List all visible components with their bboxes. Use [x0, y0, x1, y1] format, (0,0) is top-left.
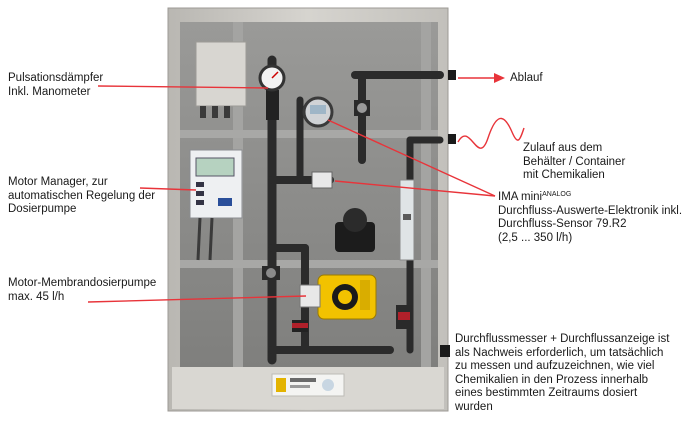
- valves: [262, 100, 412, 332]
- callout-ima-electronics: IMA miniANALOG Durchfluss-Auswerte-Elekt…: [498, 188, 682, 245]
- junction-box: [195, 41, 247, 118]
- callout-diaphragm-pump-line1: Motor-Membrandosierpumpe: [8, 277, 157, 289]
- callout-ima-line1: Durchfluss-Auswerte-Elektronik inkl.: [498, 204, 683, 217]
- flowmeter: [399, 179, 415, 261]
- motor-manager-unit: [189, 149, 243, 261]
- callout-ima-title-main: IMA mini: [498, 191, 543, 203]
- callout-flowmeter-line1: Durchflussmesser + Durchflussanzeige ist: [455, 333, 670, 345]
- flow-sensor: [311, 171, 333, 189]
- callout-flowmeter-line5: eines bestimmten Zeitraums dosiert: [455, 387, 638, 399]
- callout-flowmeter-line6: wurden: [455, 400, 493, 413]
- callout-inlet-line3: mit Chemikalien: [523, 169, 605, 181]
- callout-inlet-line1: Zulauf aus dem: [523, 142, 603, 154]
- callout-ima-line3: (2,5 ... 350 l/h): [498, 231, 573, 244]
- callout-motor-manager: Motor Manager, zur automatischen Regelun…: [8, 176, 155, 217]
- callout-drain: Ablauf: [510, 72, 543, 86]
- callout-diaphragm-pump-line2: max. 45 l/h: [8, 290, 65, 303]
- callout-drain-line1: Ablauf: [510, 72, 543, 84]
- callout-motor-manager-line3: Dosierpumpe: [8, 203, 77, 215]
- callout-ima-title: IMA miniANALOG: [498, 188, 682, 205]
- callout-motor-manager-line2: automatischen Regelung der: [8, 189, 156, 202]
- diaphragm-dosing-pump: [299, 208, 377, 320]
- callout-ima-line2: Durchfluss-Sensor 79.R2: [498, 218, 627, 230]
- callout-flowmeter-line2: als Nachweis erforderlich, um tatsächlic…: [455, 346, 664, 359]
- callout-inlet-line2: Behälter / Container: [523, 155, 626, 168]
- callout-diaphragm-pump: Motor-Membrandosierpumpe max. 45 l/h: [8, 277, 156, 304]
- callout-flowmeter-note: Durchflussmesser + Durchflussanzeige ist…: [455, 333, 669, 414]
- ima-mini-display: [302, 96, 334, 128]
- callout-pulsation-damper-line1: Pulsationsdämpfer: [8, 72, 104, 84]
- callout-motor-manager-line1: Motor Manager, zur: [8, 176, 108, 188]
- callout-inlet: Zulauf aus dem Behälter / Container mit …: [523, 142, 625, 183]
- callout-ima-title-sup: ANALOG: [542, 191, 572, 198]
- callout-flowmeter-line3: zu messen und aufzuzeichnen, wie viel: [455, 360, 655, 372]
- callout-pulsation-damper-line2: Inkl. Manometer: [8, 85, 91, 98]
- callout-pulsation-damper: Pulsationsdämpfer Inkl. Manometer: [8, 72, 103, 99]
- pulsation-damper-gauge: [258, 64, 286, 120]
- callout-flowmeter-line4: Chemikalien in den Prozess innerhalb: [455, 373, 649, 386]
